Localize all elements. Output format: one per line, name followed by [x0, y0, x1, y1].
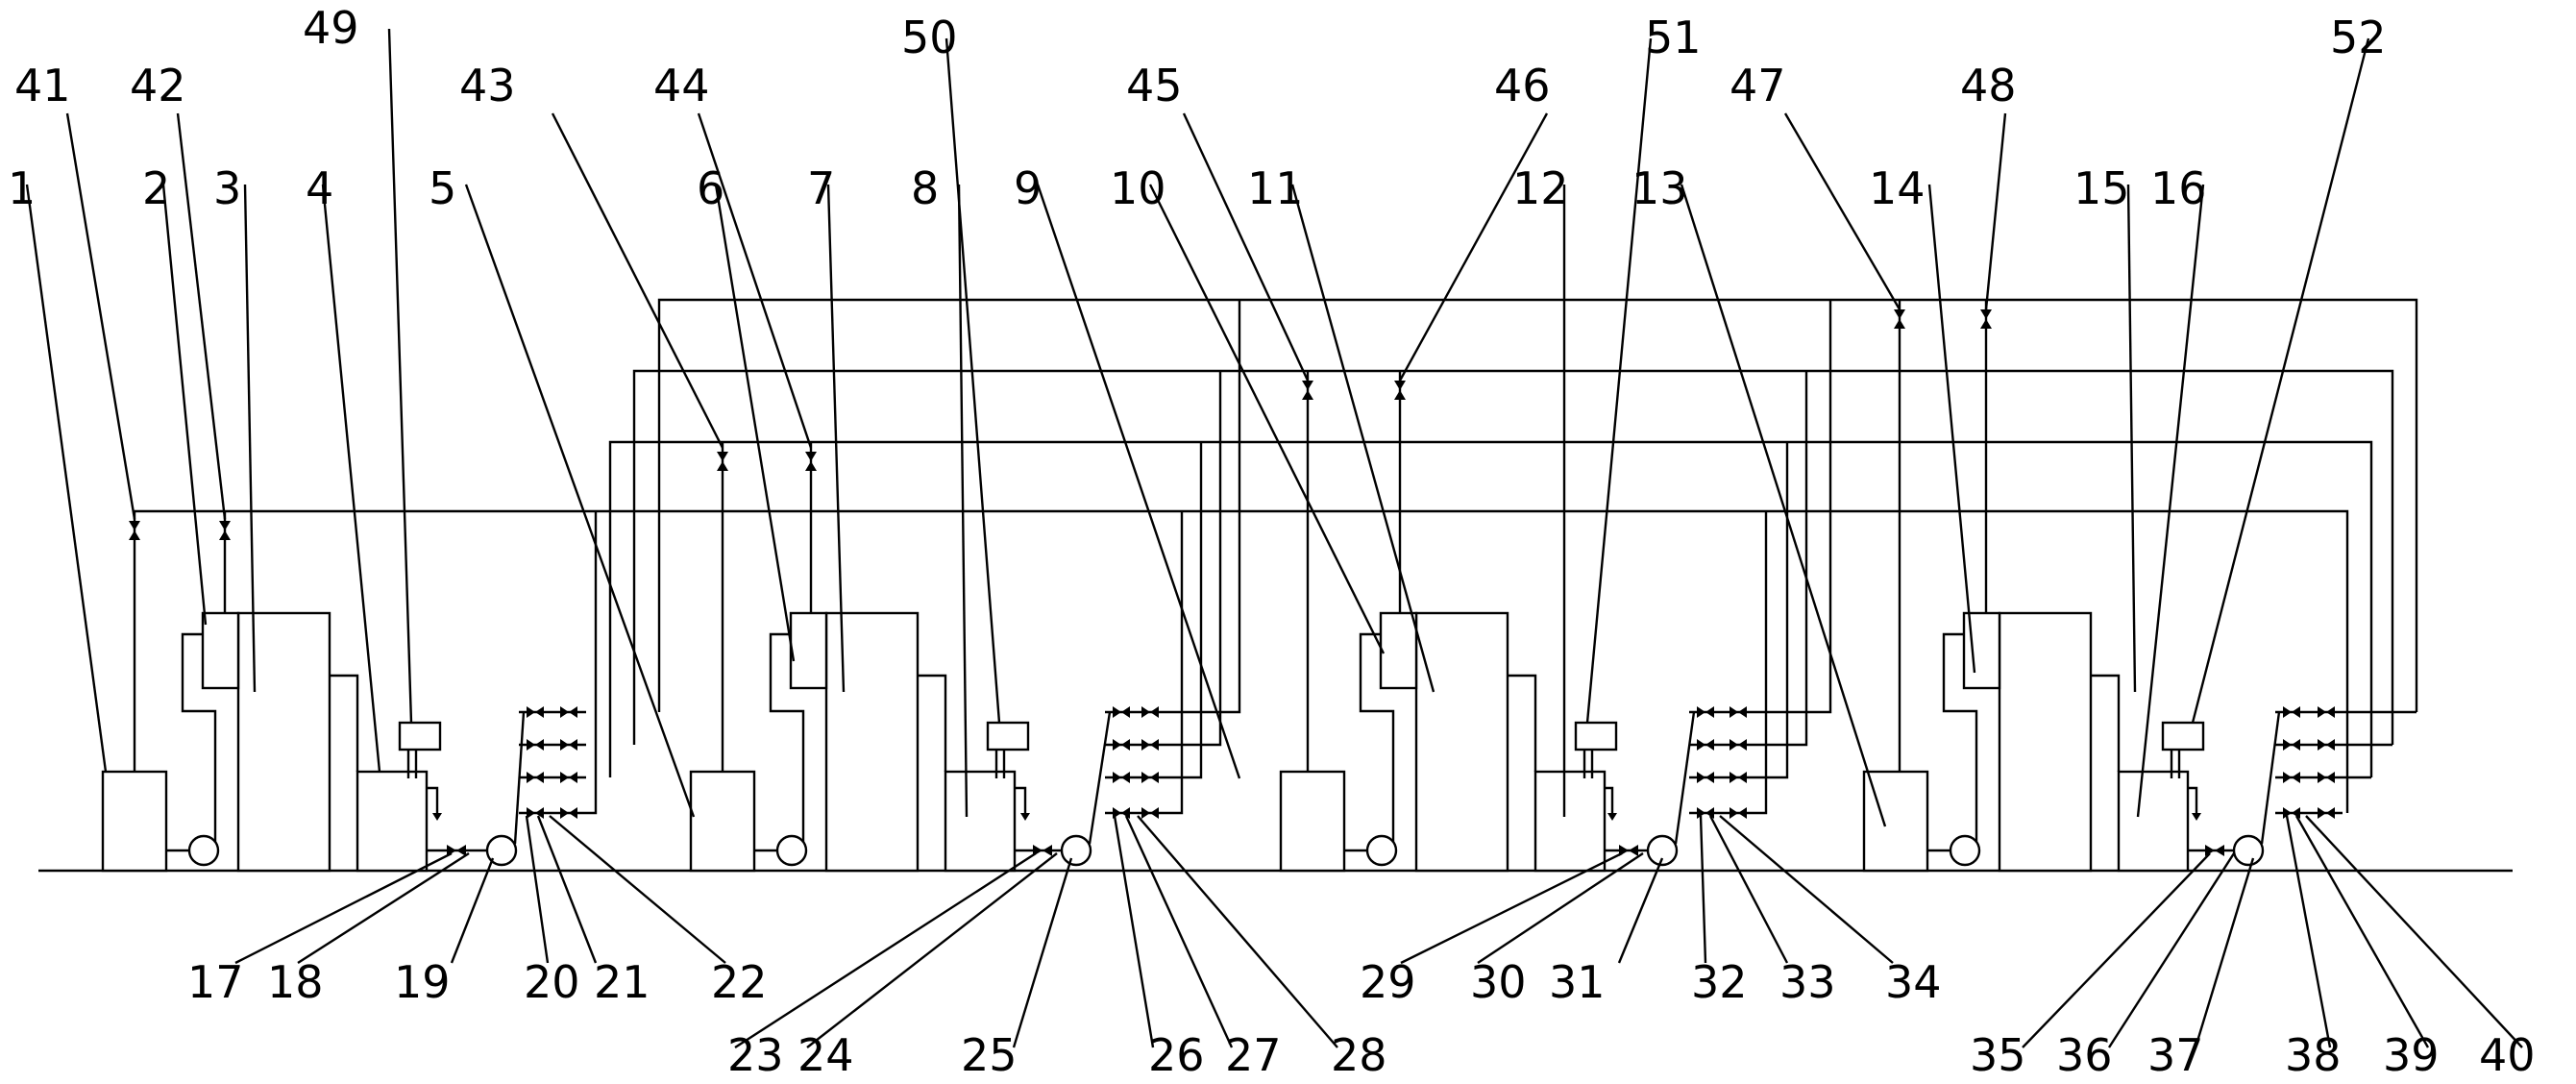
label-29: 29: [1360, 956, 1416, 1008]
label-4: 4: [306, 162, 333, 214]
label-14: 14: [1869, 162, 1926, 214]
label-30: 30: [1470, 956, 1527, 1008]
label-9: 9: [1014, 162, 1042, 214]
unit-10: [1379, 611, 1418, 690]
label-12: 12: [1512, 162, 1569, 214]
label-51: 51: [1645, 12, 1702, 63]
label-48: 48: [1960, 60, 2017, 111]
unit-2: [201, 611, 240, 690]
label-13: 13: [1631, 162, 1688, 214]
tank-5: [689, 770, 756, 873]
label-21: 21: [594, 956, 650, 1008]
label-17: 17: [187, 956, 244, 1008]
column-3: [236, 611, 331, 873]
label-31: 31: [1549, 956, 1606, 1008]
label-15: 15: [2073, 162, 2130, 214]
instrument-51: [1574, 721, 1618, 751]
label-35: 35: [1970, 1029, 2026, 1081]
label-26: 26: [1148, 1029, 1205, 1081]
stage-c: [1279, 611, 1754, 873]
manifold-valves: [527, 706, 2335, 819]
instrument-52: [2161, 721, 2205, 751]
feed-tank-1: [101, 770, 168, 873]
callout-labels: 1 2 3 4 5 6 7 8 9 10 11 12 13 14 15 16 4…: [8, 2, 2536, 1081]
pump-d: [1949, 834, 1981, 867]
label-33: 33: [1779, 956, 1836, 1008]
label-32: 32: [1691, 956, 1748, 1008]
label-6: 6: [697, 162, 724, 214]
pump-36: [2232, 834, 2265, 867]
label-50: 50: [901, 12, 958, 63]
pump-c: [1365, 834, 1398, 867]
manifold-a: [519, 710, 586, 815]
label-38: 38: [2285, 1029, 2342, 1081]
label-47: 47: [1730, 60, 1786, 111]
tank-12: [1533, 770, 1607, 873]
label-7: 7: [807, 162, 835, 214]
label-8: 8: [911, 162, 939, 214]
label-10: 10: [1110, 162, 1166, 214]
manifold-b: [1105, 710, 1163, 815]
label-46: 46: [1494, 60, 1551, 111]
label-5: 5: [429, 162, 456, 214]
label-11: 11: [1247, 162, 1304, 214]
column-11: [1414, 611, 1509, 873]
tank-8: [944, 770, 1017, 873]
label-44: 44: [653, 60, 710, 111]
unit-6: [789, 611, 828, 690]
label-37: 37: [2147, 1029, 2204, 1081]
unit-14: [1962, 611, 2001, 690]
stage-b: [689, 611, 1163, 873]
label-39: 39: [2383, 1029, 2440, 1081]
label-27: 27: [1225, 1029, 1282, 1081]
label-22: 22: [711, 956, 768, 1008]
label-43: 43: [459, 60, 516, 111]
column-15: [1998, 611, 2093, 873]
tank-4: [356, 770, 429, 873]
label-2: 2: [142, 162, 170, 214]
label-3: 3: [213, 162, 241, 214]
label-52: 52: [2330, 12, 2387, 63]
label-45: 45: [1126, 60, 1183, 111]
tank-16: [2117, 770, 2190, 873]
pump-30: [1646, 834, 1679, 867]
instrument-50: [986, 721, 1030, 751]
pump-19: [485, 834, 518, 867]
manifold-d: [2275, 710, 2343, 815]
stage-a: [101, 611, 586, 873]
label-42: 42: [130, 60, 186, 111]
header-valves: [129, 309, 2224, 856]
label-25: 25: [961, 1029, 1018, 1081]
tank-13: [1862, 770, 1929, 873]
pump-a: [187, 834, 220, 867]
label-24: 24: [797, 1029, 854, 1081]
leader-lines: [25, 28, 2523, 1049]
instrument-49: [398, 721, 442, 751]
stage-d: [1862, 611, 2343, 873]
label-23: 23: [727, 1029, 784, 1081]
label-28: 28: [1331, 1029, 1387, 1081]
label-40: 40: [2479, 1029, 2536, 1081]
tank-9: [1279, 770, 1346, 873]
label-34: 34: [1885, 956, 1942, 1008]
label-36: 36: [2056, 1029, 2113, 1081]
label-20: 20: [524, 956, 580, 1008]
column-7: [824, 611, 920, 873]
label-1: 1: [8, 162, 36, 214]
label-41: 41: [14, 60, 71, 111]
label-18: 18: [267, 956, 324, 1008]
label-19: 19: [394, 956, 451, 1008]
pump-b: [775, 834, 808, 867]
label-16: 16: [2150, 162, 2207, 214]
pipe-2-link: [181, 632, 217, 828]
header-pipes: [133, 298, 2418, 815]
manifold-c: [1689, 710, 1754, 815]
pump-24: [1060, 834, 1092, 867]
label-49: 49: [303, 2, 359, 54]
